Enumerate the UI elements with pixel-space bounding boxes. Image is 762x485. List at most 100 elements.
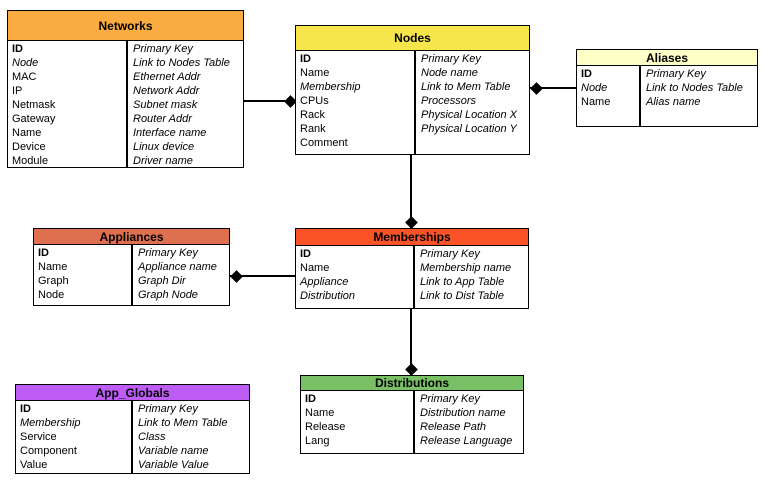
field-name: Component	[20, 445, 77, 457]
table-header: Appliances	[34, 229, 229, 245]
field-name: Name	[38, 261, 68, 273]
field-desc: Driver name	[133, 155, 193, 167]
field-desc: Distribution name	[420, 407, 506, 419]
field-desc: Interface name	[133, 127, 207, 139]
field-name: Node	[12, 57, 39, 69]
connector-networks-nodes	[244, 100, 291, 102]
table-header: App_Globals	[16, 385, 249, 401]
field-name: ID	[20, 403, 31, 415]
field-name: MAC	[12, 71, 37, 83]
field-name: ID	[581, 68, 592, 80]
field-name: Name	[581, 96, 611, 108]
column-divider	[413, 391, 415, 453]
field-desc: Physical Location X	[421, 109, 517, 121]
column-divider	[131, 245, 133, 305]
field-desc: Primary Key	[138, 247, 198, 259]
field-desc: Primary Key	[420, 393, 480, 405]
table-row: Node Link to Nodes Table	[8, 56, 243, 70]
table-row: Netmask Subnet mask	[8, 98, 243, 112]
table-title: Networks	[98, 19, 153, 33]
field-name: Name	[305, 407, 335, 419]
table-distributions: Distributions ID Primary Key Name Distribu…	[300, 375, 524, 454]
table-title: Distributions	[375, 376, 449, 390]
field-desc: Link to App Table	[420, 276, 505, 288]
field-desc: Linux device	[133, 141, 195, 153]
field-name: ID	[300, 248, 311, 260]
field-desc: Subnet mask	[133, 99, 198, 111]
field-desc: Router Addr	[133, 113, 192, 125]
field-desc: Appliance name	[138, 261, 217, 273]
field-desc: Link to Nodes Table	[133, 57, 230, 69]
table-row: Rack Physical Location X	[296, 108, 529, 122]
connector-memberships-distributions	[410, 307, 412, 375]
field-name: Node	[38, 289, 65, 301]
field-desc: Class	[138, 431, 166, 443]
field-desc: Primary Key	[420, 248, 480, 260]
table-header: Memberships	[296, 229, 528, 246]
column-divider	[131, 401, 133, 473]
field-desc: Variable name	[138, 445, 209, 457]
field-name: Graph	[38, 275, 69, 287]
table-row: Name Appliance name	[34, 260, 229, 274]
field-desc: Release Path	[420, 421, 487, 433]
field-name: Comment	[300, 137, 348, 149]
field-name: Rack	[300, 109, 326, 121]
diamond-icon	[530, 82, 543, 95]
table-row: ID Primary Key	[577, 67, 757, 81]
table-title: Nodes	[394, 31, 431, 45]
column-divider	[414, 51, 416, 154]
field-name: Release	[305, 421, 346, 433]
column-divider	[413, 246, 415, 308]
table-row: Node Graph Node	[34, 288, 229, 302]
connector-nodes-memberships	[410, 153, 412, 228]
field-name: Netmask	[12, 99, 56, 111]
table-title: Appliances	[99, 230, 164, 244]
table-row: MAC Ethernet Addr	[8, 70, 243, 84]
field-desc: Link to Mem Table	[138, 417, 228, 429]
field-name: Appliance	[300, 276, 349, 288]
table-header: Networks	[8, 11, 243, 41]
field-name: ID	[38, 247, 49, 259]
table-row: Component Variable name	[16, 444, 249, 458]
field-desc: Primary Key	[646, 68, 706, 80]
field-desc: Alias name	[646, 96, 701, 108]
table-header: Distributions	[301, 376, 523, 391]
field-name: Name	[300, 262, 330, 274]
table-row: Graph Graph Dir	[34, 274, 229, 288]
table-row: Name Alias name	[577, 95, 757, 109]
field-desc: Primary Key	[421, 53, 481, 65]
field-desc: Graph Dir	[138, 275, 186, 287]
field-desc: Ethernet Addr	[133, 71, 201, 83]
field-desc: Graph Node	[138, 289, 198, 301]
table-row: Release Release Path	[301, 420, 523, 434]
field-desc: Physical Location Y	[421, 123, 517, 135]
field-desc: Link to Mem Table	[421, 81, 511, 93]
column-divider	[126, 41, 128, 167]
table-header: Aliases	[577, 50, 757, 66]
field-name: Service	[20, 431, 57, 443]
column-divider	[639, 66, 641, 126]
field-name: Name	[300, 67, 330, 79]
field-name: ID	[305, 393, 316, 405]
table-row: ID Primary Key	[301, 392, 523, 406]
table-row: Service Class	[16, 430, 249, 444]
table-header: Nodes	[296, 26, 529, 51]
